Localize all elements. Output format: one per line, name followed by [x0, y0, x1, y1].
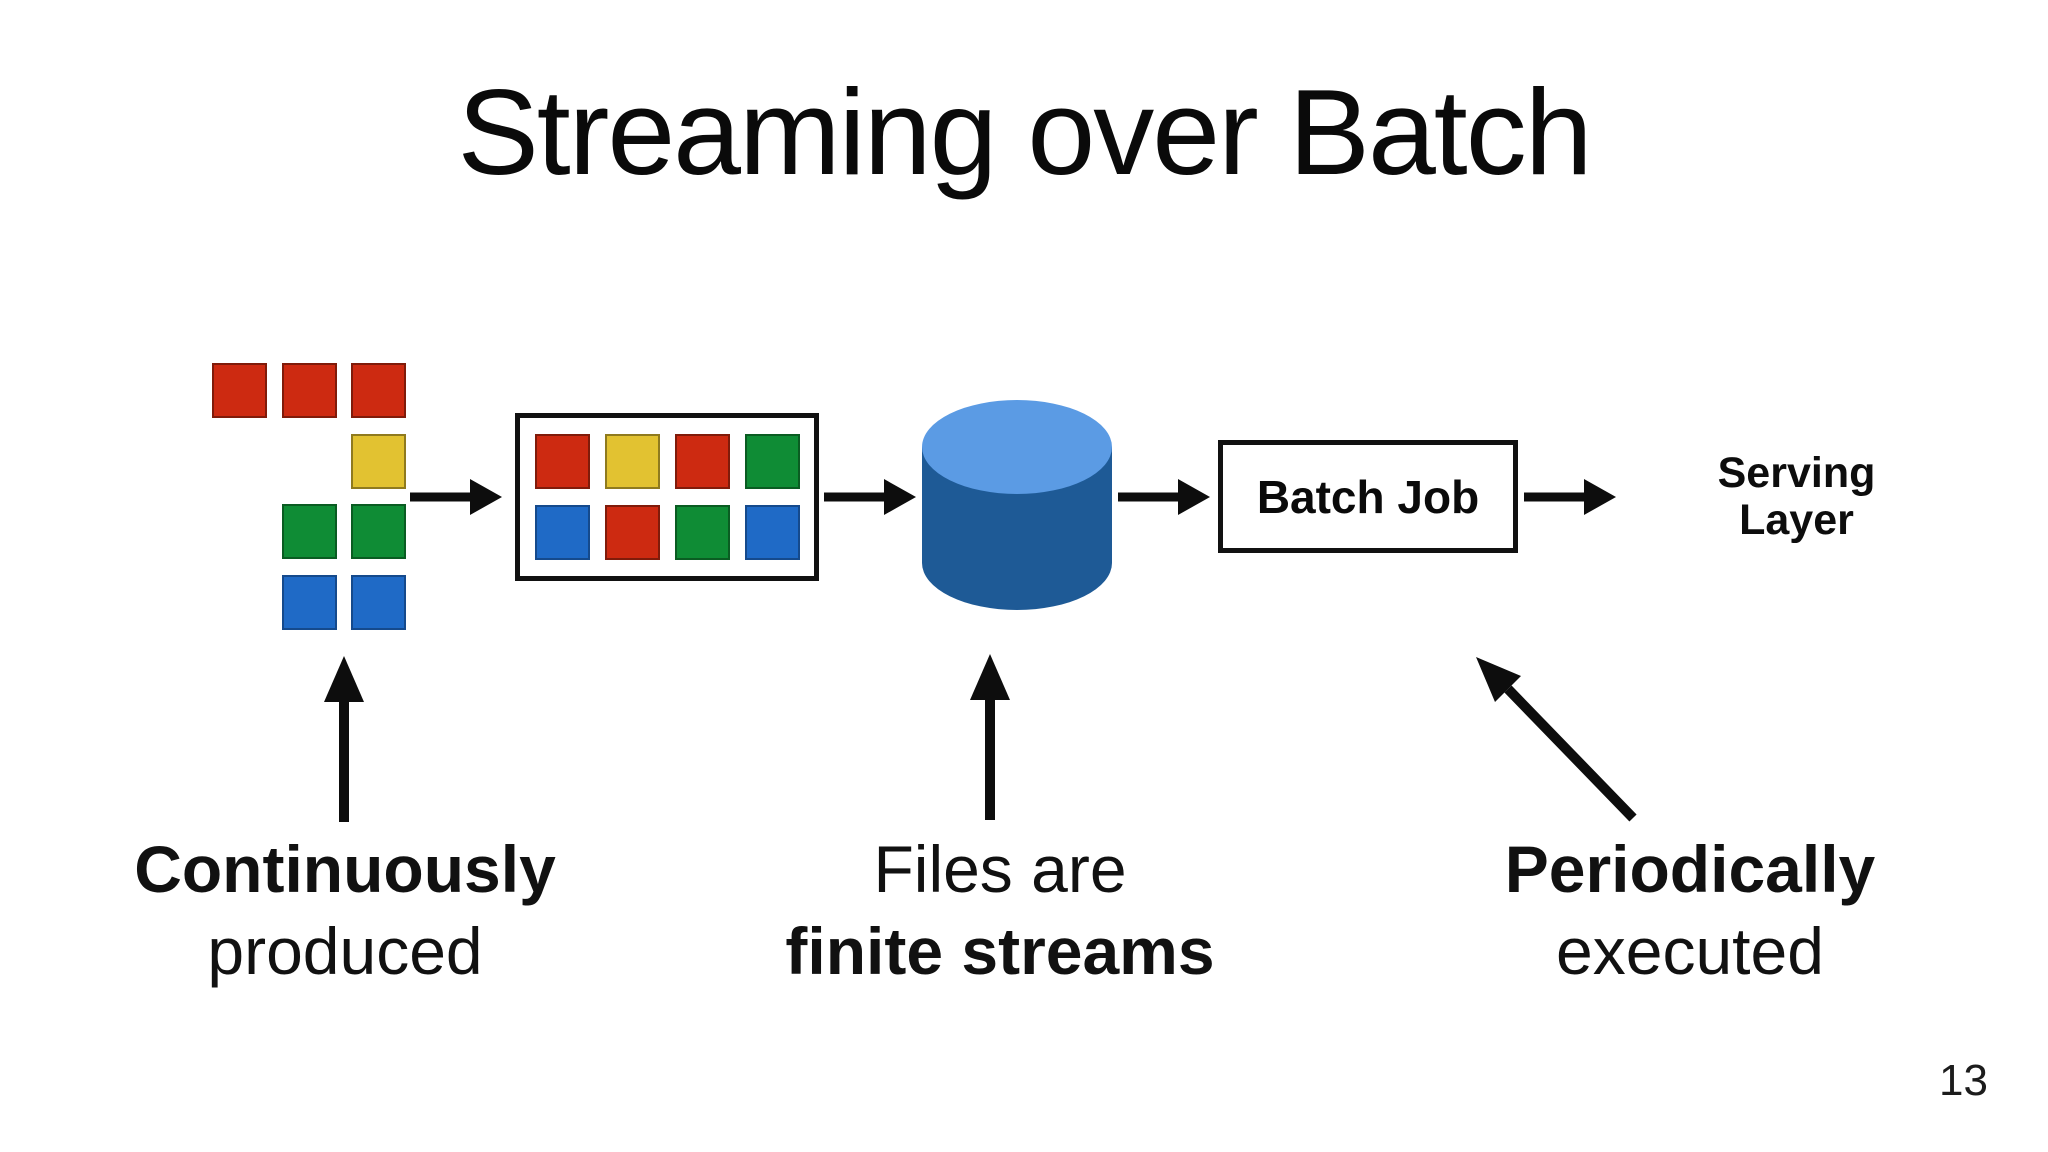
arrow-storage-to-batchjob-icon	[1118, 479, 1210, 515]
slide-title: Streaming over Batch	[457, 64, 1592, 200]
annotation-line: Periodically	[1504, 832, 1876, 906]
file-box-row	[534, 434, 800, 489]
event-square-red	[212, 363, 267, 418]
annotation-line: Files are	[873, 832, 1127, 906]
event-square-green	[282, 504, 337, 559]
file-box	[515, 413, 819, 581]
up-arrow-files-icon	[970, 654, 1010, 820]
file-square-green	[744, 434, 800, 489]
serving-layer-label-line1: Serving	[1717, 448, 1876, 497]
arrow-cluster-to-filebox-icon	[410, 479, 502, 515]
annotation-line: finite streams	[785, 914, 1215, 988]
annotation-periodically-executed: Periodically executed	[1505, 828, 1876, 992]
file-square-blue	[534, 505, 590, 560]
page-number: 13	[1939, 1056, 1988, 1105]
file-square-green	[674, 505, 730, 560]
event-square-yellow	[351, 434, 406, 489]
serving-layer-ellipse: Serving Layer	[1625, 387, 1968, 607]
file-square-red	[604, 505, 660, 560]
event-square-green	[351, 504, 406, 559]
annotation-continuously-produced: Continuously produced	[134, 828, 556, 992]
event-square-blue	[351, 575, 406, 630]
storage-cylinder-icon	[922, 400, 1112, 610]
file-square-yellow	[604, 434, 660, 489]
file-box-row	[534, 505, 800, 560]
file-square-red	[534, 434, 590, 489]
annotation-line: executed	[1556, 914, 1824, 988]
arrow-batchjob-to-serving-icon	[1524, 479, 1616, 515]
event-square-red	[282, 363, 337, 418]
file-square-red	[674, 434, 730, 489]
event-square-red	[351, 363, 406, 418]
serving-layer-label-line2: Layer	[1739, 496, 1854, 544]
file-square-blue	[744, 505, 800, 560]
diagonal-arrow-periodically-icon	[1476, 657, 1637, 822]
batch-job-box: Batch Job	[1218, 440, 1518, 553]
batch-job-label: Batch Job	[1256, 470, 1480, 523]
event-cluster	[212, 363, 408, 633]
annotation-files-finite-streams: Files are finite streams	[785, 828, 1214, 992]
up-arrow-continuously-icon	[324, 656, 364, 822]
annotation-line: Continuously	[134, 832, 556, 906]
annotation-line: produced	[207, 914, 483, 988]
event-square-blue	[282, 575, 337, 630]
arrow-filebox-to-storage-icon	[824, 479, 916, 515]
